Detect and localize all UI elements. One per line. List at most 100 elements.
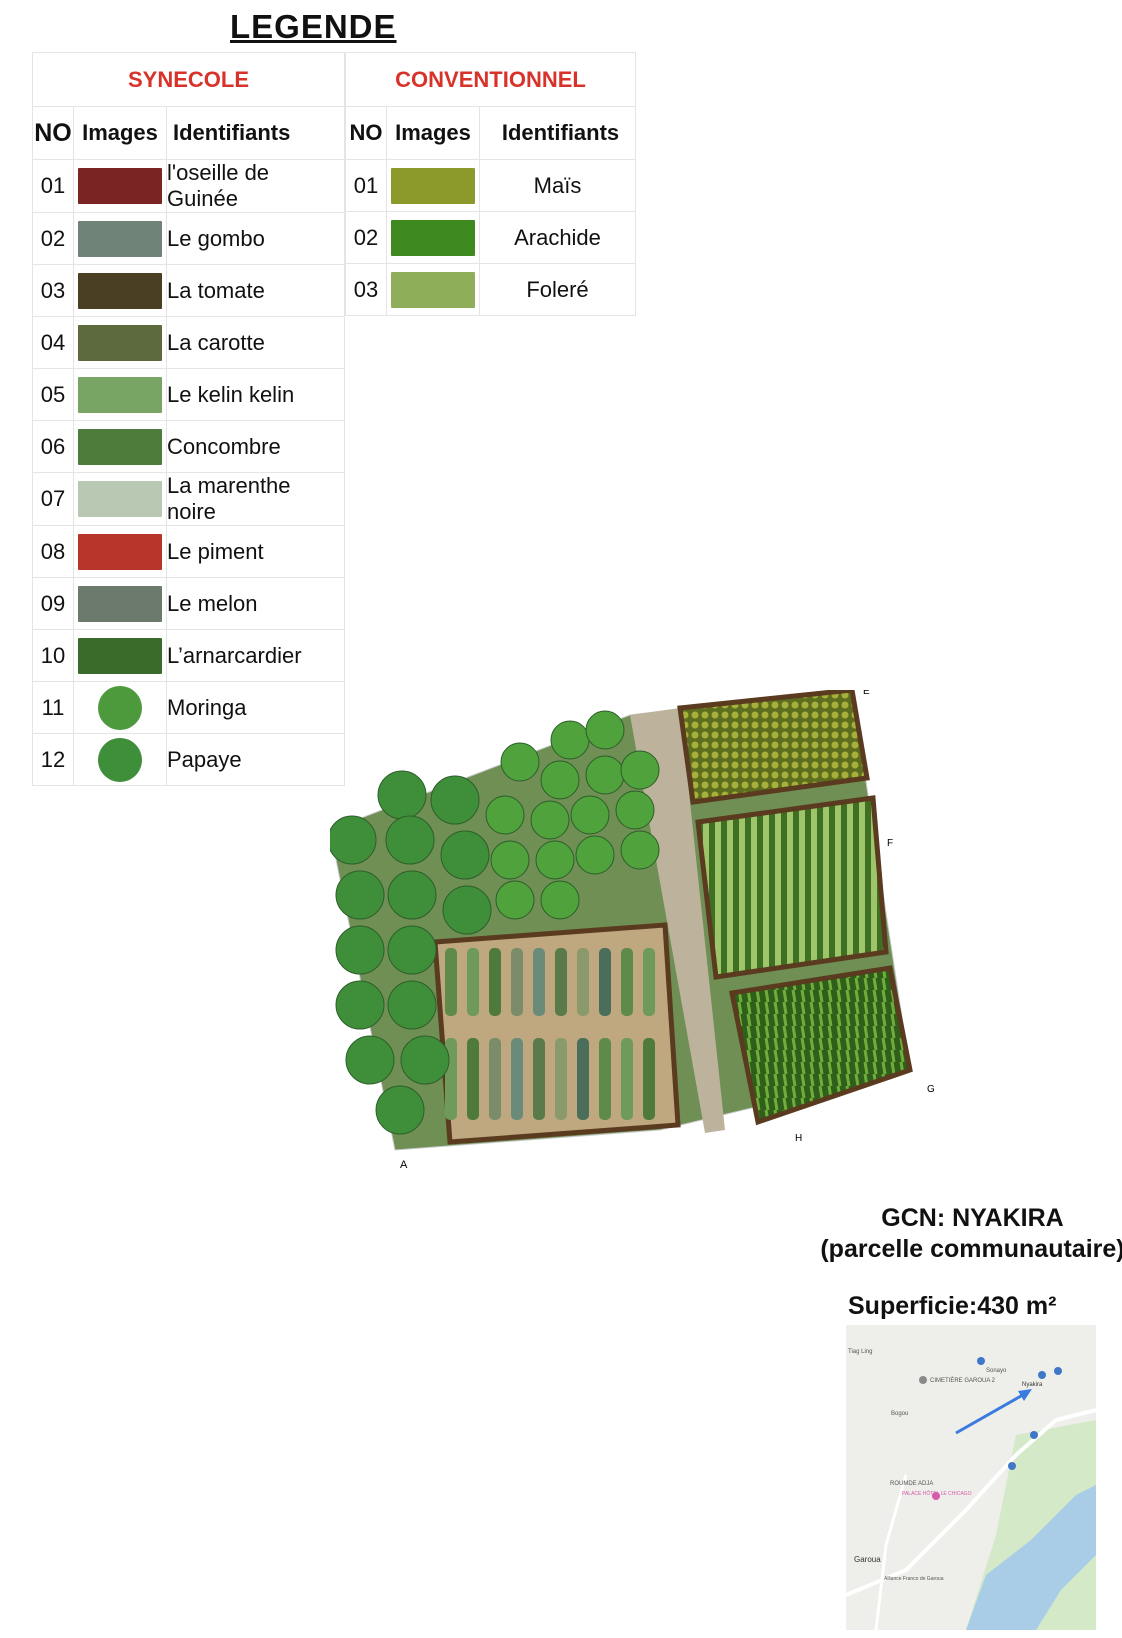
vegetable-bed xyxy=(511,1038,523,1120)
tree xyxy=(335,980,385,1030)
vegetable-bed xyxy=(577,948,589,1016)
tree xyxy=(550,720,590,760)
tree xyxy=(335,870,385,920)
plot-caption: GCN: NYAKIRA (parcelle communautaire) xyxy=(800,1203,1122,1265)
row-number: 02 xyxy=(345,211,387,264)
legend-title: LEGENDE xyxy=(230,8,397,45)
corner-label-g: G xyxy=(927,1084,935,1095)
legend-row: 01 l'oseille de Guinée xyxy=(32,159,345,213)
crop-image xyxy=(78,324,162,361)
row-number: 01 xyxy=(32,159,74,213)
crop-identifiant: l'oseille de Guinée xyxy=(166,159,345,213)
row-image-cell xyxy=(73,472,167,526)
vegetable-bed xyxy=(555,1038,567,1120)
vegetable-bed xyxy=(577,1038,589,1120)
row-image-cell xyxy=(73,316,167,369)
conventionnel-header: CONVENTIONNEL xyxy=(345,52,636,107)
tree xyxy=(375,1085,425,1135)
tree xyxy=(385,815,435,865)
legend-row: 01 Maïs xyxy=(345,159,636,212)
crop-identifiant: Concombre xyxy=(166,420,345,473)
tree xyxy=(530,800,570,840)
vegetable-bed xyxy=(489,948,501,1016)
tree xyxy=(490,840,530,880)
row-image-cell xyxy=(386,263,480,316)
crop-image xyxy=(78,481,162,517)
col-identifiants-header: Identifiants xyxy=(479,106,636,160)
col-no-header: NO xyxy=(345,106,387,160)
crop-image xyxy=(78,533,162,570)
tree xyxy=(330,815,377,865)
tree xyxy=(615,790,655,830)
crop-image xyxy=(78,637,162,674)
map-label: Tiag Ling xyxy=(848,1349,872,1355)
vegetable-bed xyxy=(533,1038,545,1120)
map-label: Sonayo xyxy=(986,1368,1007,1374)
row-image-cell xyxy=(73,212,167,265)
crop-identifiant: La carotte xyxy=(166,316,345,369)
vegetable-bed xyxy=(599,1038,611,1120)
plot-arachide xyxy=(729,965,913,1126)
map-arrow-head xyxy=(1018,1389,1032,1401)
tree xyxy=(575,835,615,875)
map-pin xyxy=(932,1492,940,1500)
vegetable-bed xyxy=(467,1038,479,1120)
map-road xyxy=(846,1408,1096,1597)
vegetable-bed xyxy=(511,948,523,1016)
vegetable-bed xyxy=(467,948,479,1016)
row-image-cell xyxy=(73,368,167,421)
tree xyxy=(540,880,580,920)
crop-image xyxy=(78,168,162,204)
tree xyxy=(387,980,437,1030)
crop-identifiant: Le kelin kelin xyxy=(166,368,345,421)
col-no-header: NO xyxy=(32,106,74,160)
row-number: 01 xyxy=(345,159,387,212)
crop-image xyxy=(98,737,142,782)
row-number: 04 xyxy=(32,316,74,369)
tree xyxy=(585,710,625,750)
corner-label-f: F xyxy=(887,838,893,849)
crop-identifiant: Le gombo xyxy=(166,212,345,265)
map-road-2 xyxy=(874,1474,908,1630)
tree xyxy=(585,755,625,795)
row-number: 11 xyxy=(32,681,74,734)
col-images-header: Images xyxy=(386,106,480,160)
crop-image xyxy=(78,585,162,622)
row-number: 10 xyxy=(32,629,74,682)
crop-image xyxy=(391,167,475,204)
row-number: 12 xyxy=(32,733,74,786)
row-image-cell xyxy=(73,525,167,578)
tree xyxy=(620,750,660,790)
tree xyxy=(442,885,492,935)
vegetable-bed xyxy=(555,948,567,1016)
crop-identifiant: Maïs xyxy=(479,159,636,212)
tree xyxy=(335,925,385,975)
row-image-cell xyxy=(386,159,480,212)
vegetable-bed xyxy=(643,1038,655,1120)
map-pin xyxy=(1054,1367,1062,1375)
row-image-cell xyxy=(73,264,167,317)
crop-image xyxy=(391,271,475,308)
vegetable-bed xyxy=(489,1038,501,1120)
map-label: ROUMDE ADJA xyxy=(890,1481,933,1487)
tree xyxy=(495,880,535,920)
tree xyxy=(387,925,437,975)
tree xyxy=(345,1035,395,1085)
map-arrow xyxy=(955,1390,1029,1435)
plot-type: (parcelle communautaire) xyxy=(820,1235,1122,1263)
crop-image xyxy=(391,219,475,256)
map-label: Alliance Franco de Garoua xyxy=(884,1576,944,1582)
map-pin xyxy=(1030,1431,1038,1439)
vegetable-bed xyxy=(621,1038,633,1120)
plot-area: Superficie:430 m² xyxy=(848,1292,1057,1320)
